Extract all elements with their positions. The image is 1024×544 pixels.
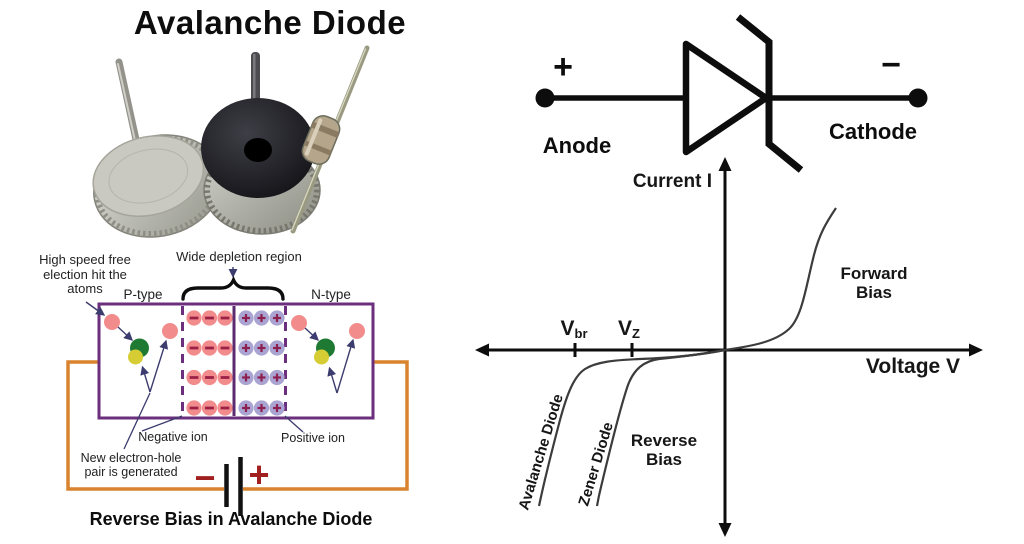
negative-ion-label: Negative ion <box>138 430 208 444</box>
anode-label: Anode <box>542 133 612 158</box>
positive-ion-grid <box>237 309 286 417</box>
circuit-wire <box>66 360 409 491</box>
new-pair-note: New electron-hole pair is generated <box>80 451 182 479</box>
cathode-terminal-dot <box>908 88 928 108</box>
depletion-region-label: Wide depletion region <box>176 249 302 264</box>
x-axis-right-arrow <box>969 343 983 357</box>
page-title: Avalanche Diode <box>133 4 407 41</box>
trajectory-arrows <box>85 267 356 394</box>
x-axis-left-arrow <box>475 343 489 357</box>
n-region-particles <box>291 315 365 365</box>
y-axis-top-arrow <box>718 157 732 171</box>
zener-curve <box>595 348 726 507</box>
high-speed-note: High speed free election hit the atoms <box>39 252 131 297</box>
diode-symbol-art <box>535 14 928 173</box>
x-axis-label: Voltage V <box>865 355 961 378</box>
reverse-bias-label: Reverse Bias <box>630 431 698 470</box>
junction-diagram-art <box>66 267 409 516</box>
button-diode-right <box>201 52 321 235</box>
diagram-caption: Reverse Bias in Avalanche Diode <box>89 509 373 529</box>
anode-terminal-dot <box>535 88 555 108</box>
y-axis-bottom-arrow <box>718 523 732 537</box>
positive-ion-label: Positive ion <box>281 431 345 445</box>
diode-triangle <box>682 40 770 156</box>
cathode-label: Cathode <box>829 119 917 144</box>
forward-bias-label: Forward Bias <box>840 264 908 303</box>
leader-lines <box>123 392 304 450</box>
negative-ion-grid <box>184 308 235 418</box>
battery-minus-sign: − <box>194 457 216 498</box>
y-axis-label: Current I <box>632 171 712 192</box>
diode-photo <box>92 45 370 238</box>
iv-graph-art <box>475 157 983 537</box>
vz-sub: Z <box>632 326 640 341</box>
vz-label: VZ <box>606 317 652 342</box>
vbr-label: Vbr <box>549 317 599 342</box>
axial-diode <box>290 45 370 234</box>
cathode-polarity-sign: − <box>881 46 901 84</box>
n-type-label: N-type <box>311 287 351 302</box>
vbr-base: V <box>560 317 575 340</box>
anode-polarity-sign: + <box>553 48 573 86</box>
forward-bias-curve <box>724 207 837 352</box>
avalanche-curve <box>537 348 726 507</box>
vz-base: V <box>618 317 633 340</box>
junction-box <box>97 302 375 420</box>
depletion-brace <box>181 275 285 301</box>
vbr-sub: br <box>574 326 588 341</box>
p-type-label: P-type <box>123 287 163 302</box>
cathode-bar-bent <box>735 14 804 173</box>
p-region-particles <box>104 314 178 365</box>
battery-plus-sign: + <box>248 454 270 495</box>
